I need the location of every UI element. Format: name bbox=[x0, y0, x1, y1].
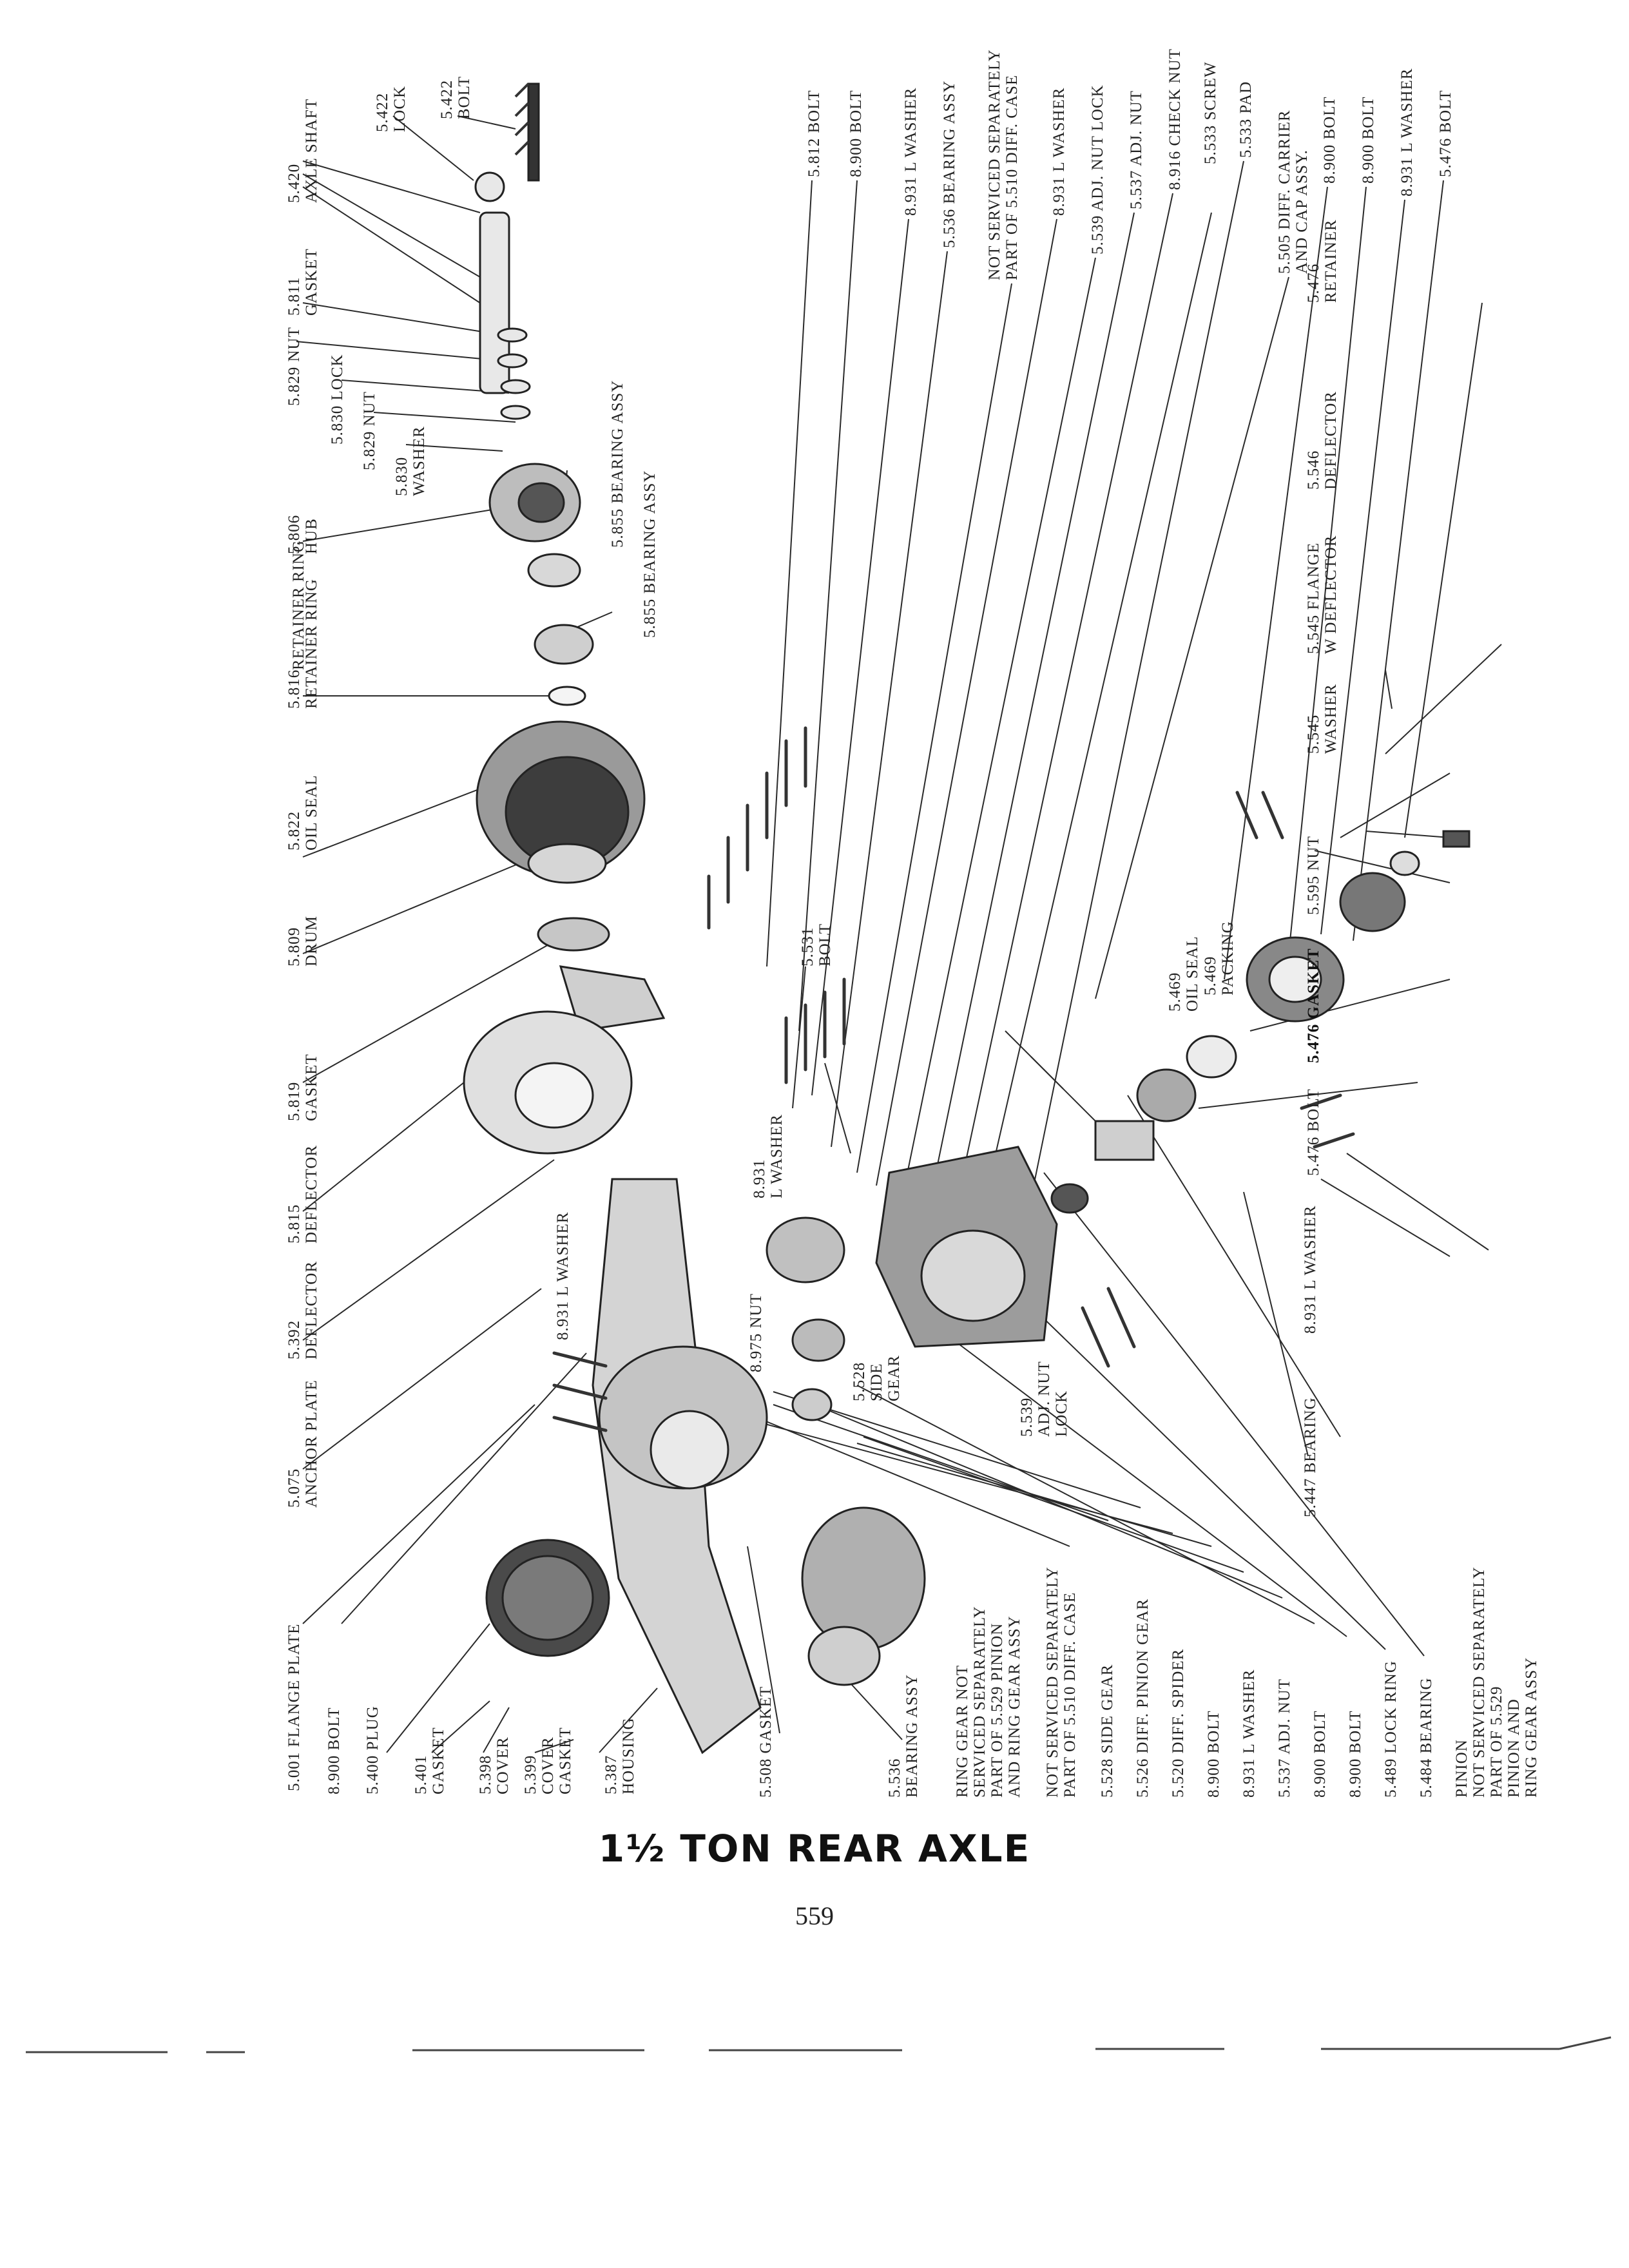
label-8931-washer-h: 8.931 L WASHER bbox=[1398, 68, 1416, 197]
label-5539-adj-nut-lock-a: 5.539 ADJ. NUT LOCK bbox=[1089, 84, 1106, 255]
label-5075-anchor-plate: 5.075 ANCHOR PLATE bbox=[285, 1379, 320, 1508]
label-5545-washer: 5.545 WASHER bbox=[1305, 684, 1340, 754]
label-5447-bearing: 5.447 BEARING bbox=[1302, 1397, 1319, 1517]
label-8931-washer-g: 8.931 L WASHER bbox=[1050, 87, 1068, 216]
label-8931-washer-e: 8.931 L WASHER bbox=[1302, 1205, 1319, 1334]
label-5531-bolt: 5.531 BOLT bbox=[799, 923, 834, 966]
label-5539-adj-nut-lock-b: 5.539 ADJ. NUT LOCK bbox=[1018, 1361, 1070, 1437]
label-5829-nut-2: 5.829 NUT bbox=[361, 391, 378, 470]
label-5809-drum: 5.809 DRUM bbox=[285, 915, 320, 966]
label-5536-bearing-assy-b: 5.536 BEARING ASSY bbox=[886, 1674, 921, 1798]
label-5528-side-gear-b: 5.528 SIDE GEAR bbox=[1099, 1664, 1116, 1798]
label-5829-nut: 5.829 NUT bbox=[285, 327, 303, 406]
label-5520-diff-spider: 5.520 DIFF. SPIDER bbox=[1170, 1648, 1187, 1798]
label-5526-diff-pinion-gear: 5.526 DIFF. PINION GEAR bbox=[1134, 1598, 1152, 1798]
label-8916-check-nut: 8.916 CHECK NUT bbox=[1166, 48, 1184, 190]
label-5533-pad: 5.533 PAD bbox=[1237, 81, 1255, 158]
label-5595-nut: 5.595 NUT bbox=[1305, 836, 1322, 915]
label-8900-bolt-d: 8.900 BOLT bbox=[1347, 1710, 1364, 1798]
label-5819-gasket: 5.819 GASKET bbox=[285, 1053, 320, 1121]
label-8931-washer-b: 8.931 L WASHER bbox=[1240, 1669, 1258, 1798]
label-8900-bolt-b: 8.900 BOLT bbox=[1205, 1710, 1222, 1798]
label-5537-adj-nut-a: 5.537 ADJ. NUT bbox=[1128, 90, 1145, 209]
label-5001-flange-plate: 5.001 FLANGE PLATE bbox=[285, 1623, 303, 1791]
label-5476-bolt-right: 5.476 BOLT bbox=[1437, 90, 1454, 177]
label-8931-washer-c: 8.931 L WASHER bbox=[554, 1211, 572, 1340]
page-number: 559 bbox=[795, 1901, 834, 1930]
label-5399-cover-gasket: 5.399 COVER GASKET bbox=[522, 1727, 574, 1794]
label-5484-bearing: 5.484 BEARING bbox=[1418, 1677, 1435, 1798]
label-5489-lock-ring: 5.489 LOCK RING bbox=[1382, 1660, 1400, 1798]
label-5420-axle-shaft: 5.420 AXLE SHAFT bbox=[285, 98, 320, 203]
label-5528-side-gear-a: 5.528 SIDE GEAR bbox=[851, 1354, 903, 1401]
label-5537-adj-nut-b: 5.537 ADJ. NUT bbox=[1276, 1678, 1293, 1798]
label-5422-lock: 5.422 LOCK bbox=[374, 85, 409, 132]
label-5476-bolt: 5.476 BOLT bbox=[1305, 1088, 1322, 1176]
label-5806-hub: 5.806 HUB bbox=[285, 514, 320, 554]
label-5505-diff-carrier: 5.505 DIFF. CARRIER AND CAP ASSY. bbox=[1276, 110, 1311, 274]
label-5469-packing: 5.469 PACKING bbox=[1202, 921, 1237, 995]
label-ring-gear-note: RING GEAR NOT SERVICED SEPARATELY PART O… bbox=[954, 1606, 1023, 1798]
label-5545-flange-deflector: 5.545 FLANGE W DEFLECTOR bbox=[1305, 535, 1340, 654]
label-8900-bolt-left: 8.900 BOLT bbox=[325, 1707, 343, 1794]
label-5830-lock: 5.830 LOCK bbox=[329, 354, 346, 445]
label-8900-bolt-e: 8.900 BOLT bbox=[847, 90, 865, 177]
label-5401-gasket: 5.401 GASKET bbox=[412, 1727, 447, 1794]
label-not-serviced-1: NOT SERVICED SEPARATELY PART OF 5.510 DI… bbox=[986, 49, 1021, 280]
label-5830-washer: 5.830 WASHER bbox=[393, 426, 428, 496]
scan-edge-line bbox=[26, 2036, 1612, 2053]
label-5536-bearing-assy-a: 5.536 BEARING ASSY bbox=[941, 80, 958, 248]
label-not-serviced-2: NOT SERVICED SEPARATELY PART OF 5.510 DI… bbox=[1044, 1566, 1079, 1798]
label-5387-housing: 5.387 HOUSING bbox=[602, 1717, 637, 1795]
page-title: 1½ TON REAR AXLE bbox=[598, 1827, 1031, 1870]
label-5546-deflector: 5.546 DEFLECTOR bbox=[1305, 391, 1340, 490]
label-retainer-ring: RETAINER RING bbox=[290, 540, 307, 670]
label-8900-bolt-g: 8.900 BOLT bbox=[1360, 96, 1377, 184]
label-5812-bolt: 5.812 BOLT bbox=[805, 90, 823, 177]
label-8900-bolt-f: 8.900 BOLT bbox=[1321, 96, 1338, 184]
label-5476-gasket: 5.476 GASKET bbox=[1305, 948, 1322, 1063]
label-5422-bolt: 5.422 BOLT bbox=[438, 76, 473, 119]
label-5533-screw: 5.533 SCREW bbox=[1202, 61, 1219, 164]
label-5855-bearing-assy-2: 5.855 BEARING ASSY bbox=[641, 470, 659, 638]
label-5392-deflector: 5.392 DEFLECTOR bbox=[285, 1261, 320, 1360]
label-8931-washer-d: 8.931 L WASHER bbox=[751, 1114, 786, 1198]
label-5400-plug: 5.400 PLUG bbox=[364, 1706, 381, 1794]
label-5398-cover: 5.398 COVER bbox=[477, 1736, 512, 1794]
label-5508-gasket: 5.508 GASKET bbox=[757, 1686, 775, 1798]
label-5811-gasket: 5.811 GASKET bbox=[285, 248, 320, 316]
label-5815-deflector: 5.815 DEFLECTOR bbox=[285, 1145, 320, 1244]
label-pinion-note: PINION NOT SERVICED SEPARATELY PART OF 5… bbox=[1453, 1566, 1540, 1798]
label-5855-bearing-assy-1: 5.855 BEARING ASSY bbox=[609, 380, 626, 548]
label-8931-washer-f: 8.931 L WASHER bbox=[902, 87, 920, 216]
label-8975-nut: 8.975 NUT bbox=[747, 1293, 765, 1372]
label-8900-bolt-c: 8.900 BOLT bbox=[1311, 1710, 1329, 1798]
label-5822-oil-seal: 5.822 OIL SEAL bbox=[285, 774, 320, 850]
label-5469-oil-seal: 5.469 OIL SEAL bbox=[1166, 936, 1201, 1012]
